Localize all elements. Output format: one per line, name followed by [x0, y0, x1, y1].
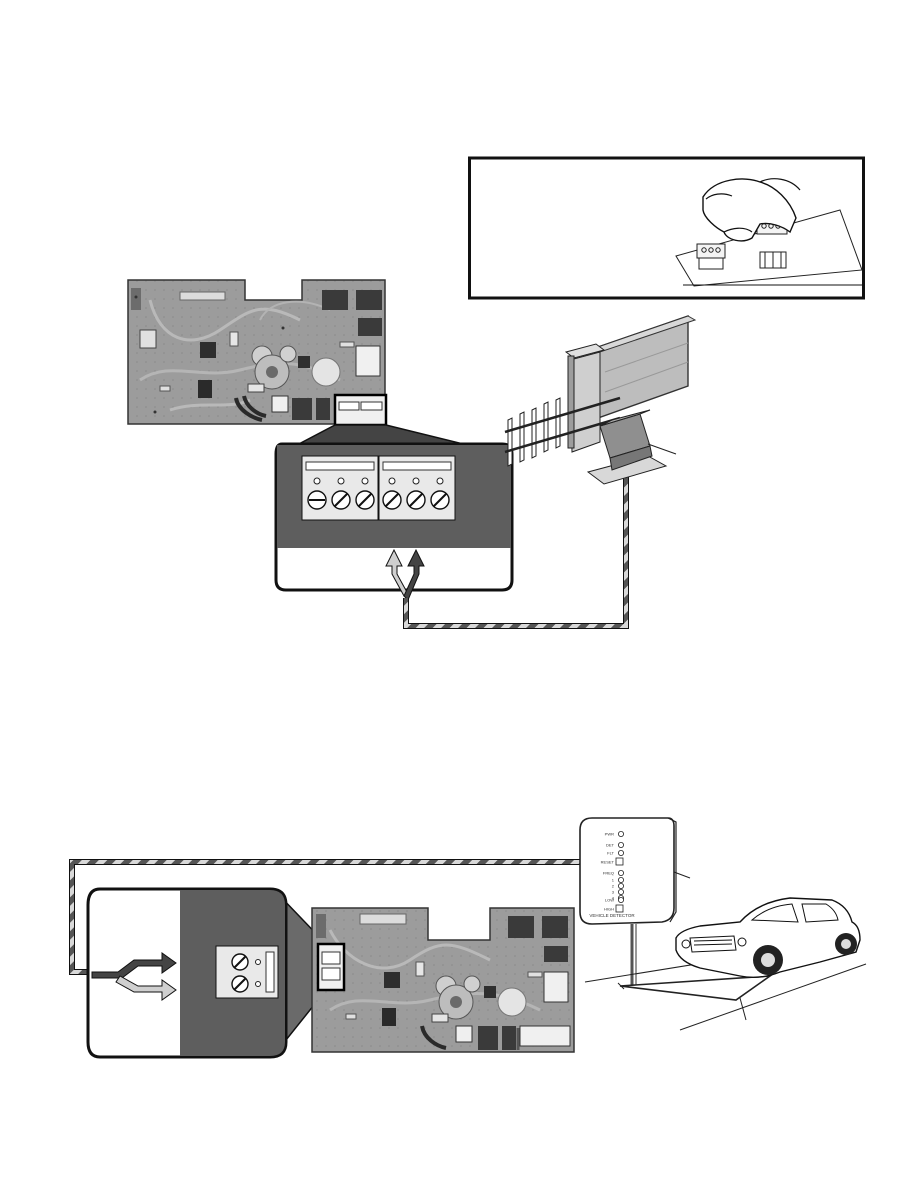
detector-led-icon: [618, 897, 623, 902]
control-board-top: [128, 280, 386, 425]
detector-led-icon: [618, 850, 623, 855]
detector-button-icon[interactable]: [616, 858, 623, 865]
detector-led-label: LOW: [605, 898, 614, 903]
detector-led-icon: [618, 831, 623, 836]
detector-led-icon: [618, 870, 623, 875]
inset-connector-removal: [470, 158, 864, 298]
terminal-zoom-top: [276, 425, 512, 600]
detector-led-icon: [618, 877, 623, 882]
car-illustration: [676, 898, 860, 977]
detector-led-label: RESET: [601, 860, 615, 865]
detector-led-label: PWR: [605, 832, 614, 837]
detector-button-icon[interactable]: [616, 905, 623, 912]
control-board-bottom: [312, 908, 574, 1052]
detector-led-icon: [618, 842, 623, 847]
detector-footer-label: VEHICLE DETECTOR: [589, 913, 635, 918]
gate-scene: [505, 316, 695, 484]
detector-led-icon: [618, 889, 623, 894]
detector-led-label: FREQ: [603, 871, 614, 876]
detector-led-icon: [618, 883, 623, 888]
plug-connector-left: [697, 244, 725, 269]
detector-led-label: HIGH: [604, 907, 614, 912]
detector-led-label: DET: [606, 843, 615, 848]
terminal-zoom-bottom: [88, 889, 326, 1057]
detector-led-label: FLT: [607, 851, 614, 856]
